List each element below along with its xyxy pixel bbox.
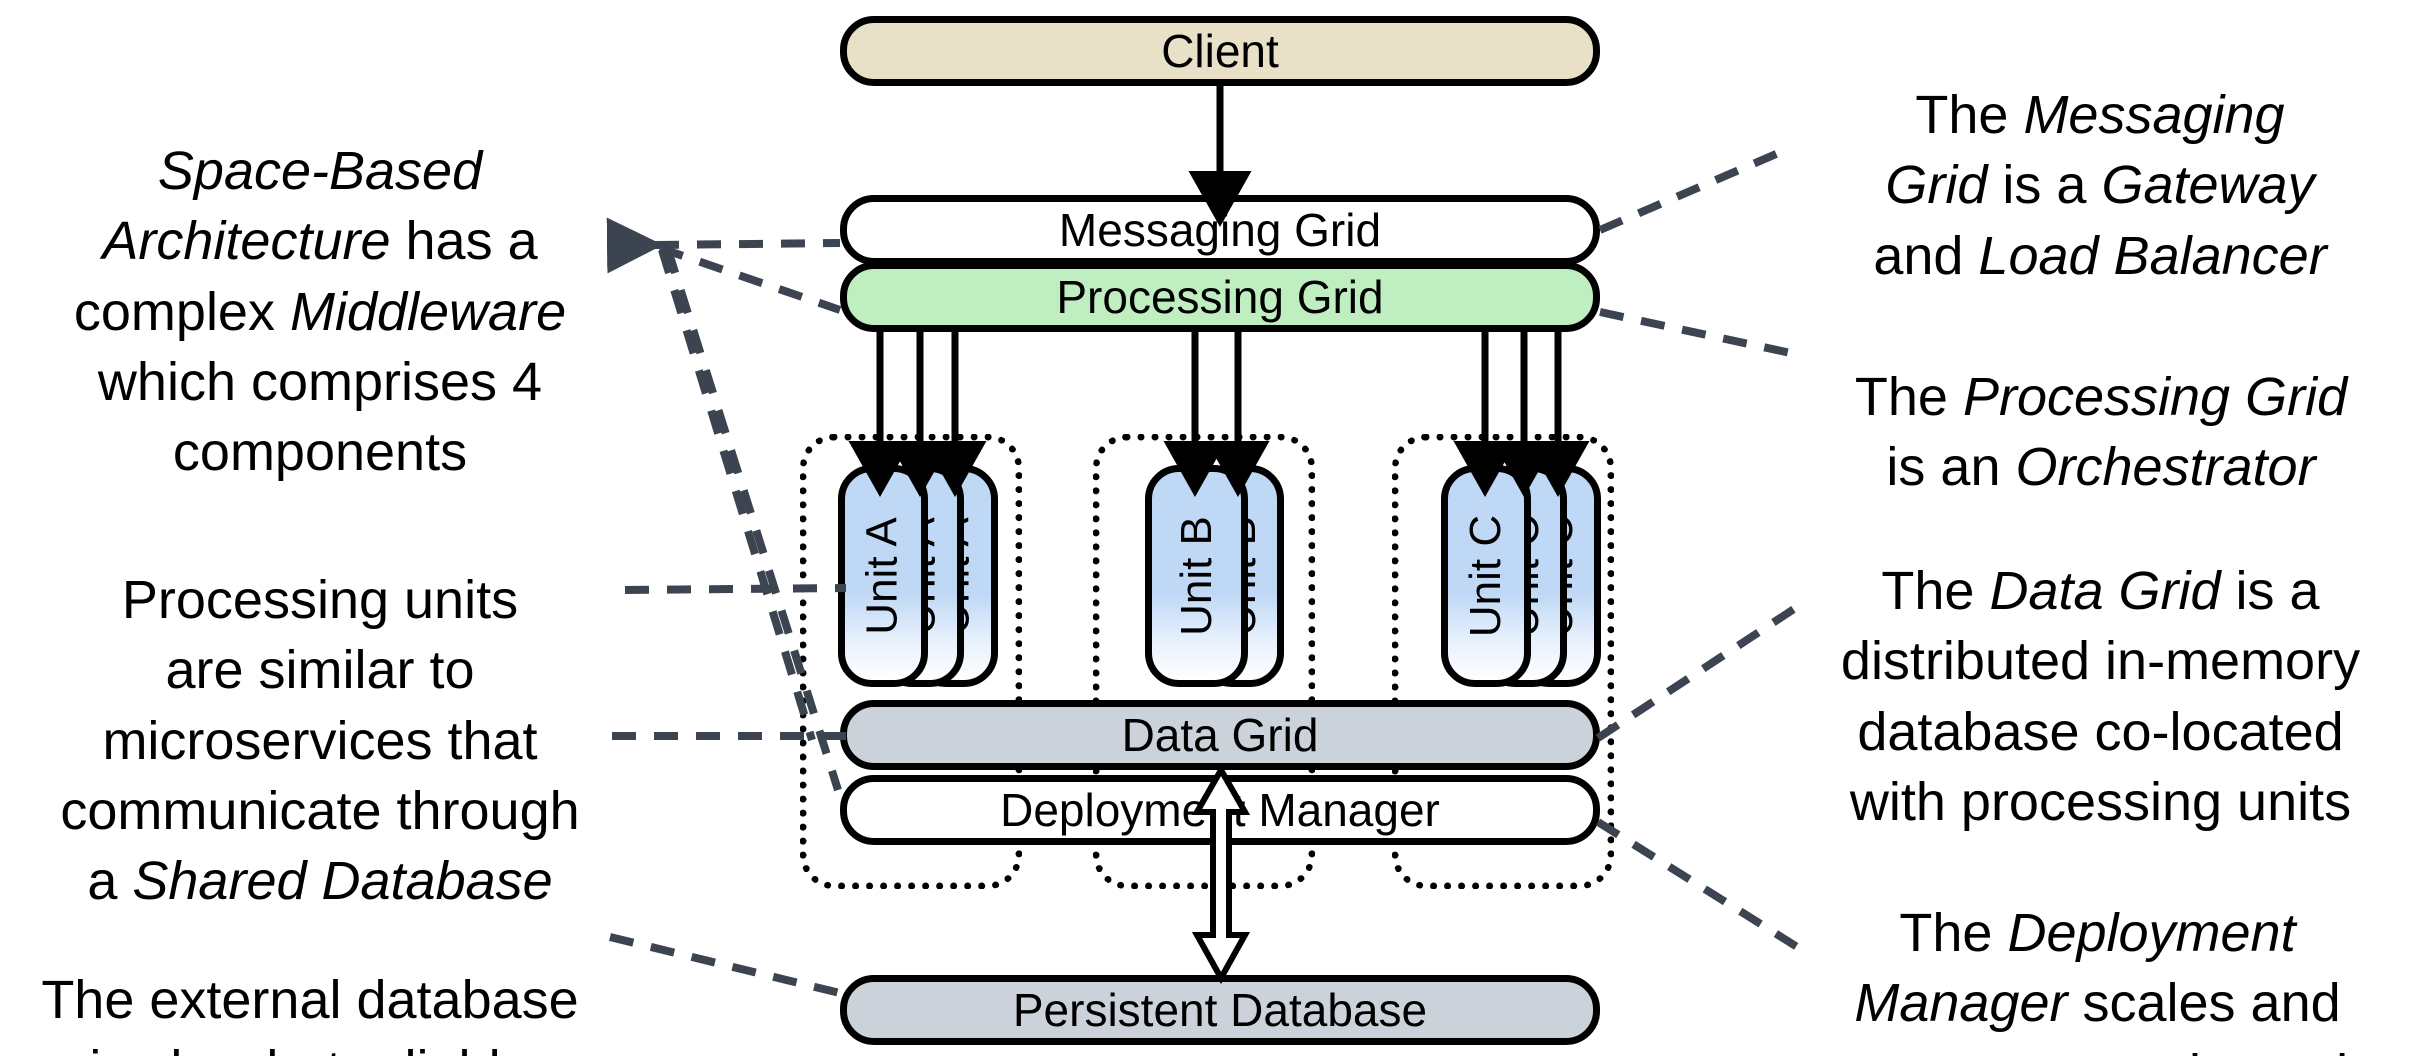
leader-data-grid: [1595, 601, 1803, 742]
node-data-grid[interactable]: Data Grid: [840, 700, 1600, 770]
node-messaging-grid-label: Messaging Grid: [1058, 204, 1382, 256]
leader-processing-grid: [1599, 308, 1801, 359]
processing-unit-label: Unit C: [1461, 514, 1510, 638]
node-processing-grid[interactable]: Processing Grid: [840, 262, 1600, 332]
processing-unit-c-1[interactable]: Unit C: [1441, 465, 1531, 687]
processing-unit-b-1[interactable]: Unit B: [1145, 465, 1248, 687]
arrows-processing-to-group-a: [848, 332, 987, 497]
node-client[interactable]: Client: [840, 16, 1600, 86]
arrows-processing-to-group-b: [1163, 332, 1270, 497]
annotation-messaging-emph-2: Gateway: [2101, 155, 2315, 216]
processing-unit-label: Unit A: [858, 517, 908, 635]
annotation-processing-units-emph: Shared Database: [132, 850, 553, 911]
node-deployment-manager-label: Deployment Manager: [1000, 784, 1440, 836]
arrows-processing-to-group-c: [1453, 332, 1590, 497]
node-persistent-database-label: Persistent Database: [1012, 984, 1428, 1036]
annotation-data-grid-emph: Data Grid: [1989, 561, 2221, 622]
annotation-processing-emph-1: Processing Grid: [1962, 367, 2348, 428]
processing-unit-label: Unit B: [1171, 516, 1221, 636]
leader-messaging-grid: [1598, 144, 1792, 234]
processing-unit-a-1[interactable]: Unit A: [838, 465, 928, 687]
node-persistent-database[interactable]: Persistent Database: [840, 975, 1600, 1045]
leader-deployment-manager: [1595, 818, 1813, 959]
leader-external-database: [609, 933, 849, 999]
annotation-middleware-emph-2: Middleware: [289, 281, 567, 342]
node-deployment-manager[interactable]: Deployment Manager: [840, 775, 1600, 845]
node-client-label: Client: [1161, 25, 1279, 77]
annotation-messaging-emph-3: Load Balancer: [1978, 225, 2327, 286]
node-data-grid-label: Data Grid: [1121, 709, 1319, 761]
node-processing-grid-label: Processing Grid: [1056, 271, 1384, 323]
annotation-processing-emph-2: Orchestrator: [2015, 437, 2316, 498]
node-messaging-grid[interactable]: Messaging Grid: [840, 195, 1600, 265]
annotation-external-db: The external databaseis slow but reliabl…: [41, 970, 579, 1056]
